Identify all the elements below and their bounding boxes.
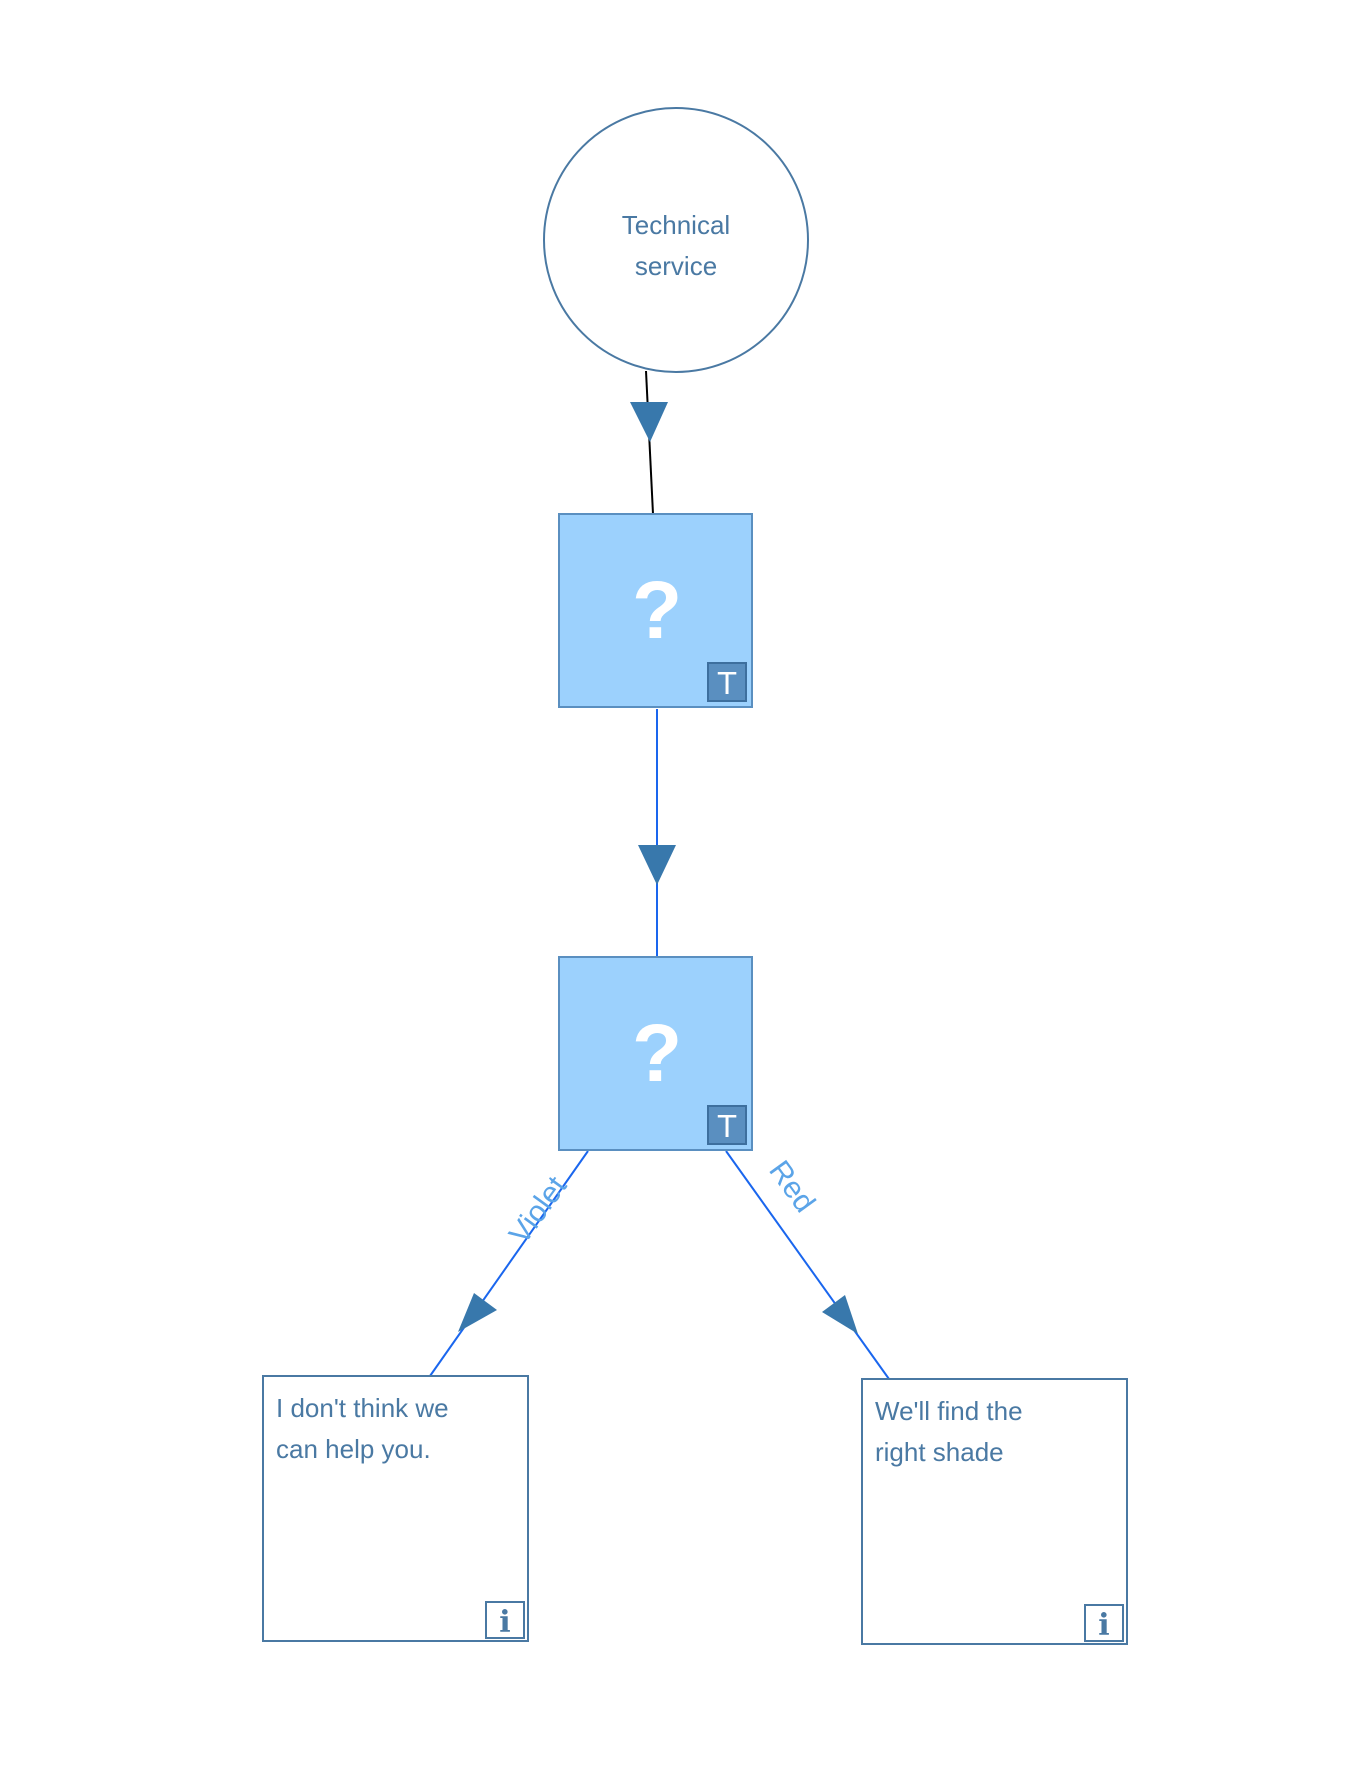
text-type-badge-icon: T xyxy=(707,662,747,702)
info-letter: i xyxy=(499,1605,510,1640)
question-icon: ? xyxy=(632,1008,682,1099)
arrow-head-icon xyxy=(630,402,668,442)
outcome-node-right[interactable]: We'll find the right shade i xyxy=(861,1378,1128,1645)
edge-red[interactable]: Red xyxy=(725,1150,890,1380)
arrow-head-icon xyxy=(638,845,676,885)
outcome-node-left[interactable]: I don't think we can help you. i xyxy=(262,1375,529,1642)
edge-label-red: Red xyxy=(762,1155,821,1219)
start-node[interactable]: Technical service xyxy=(543,107,809,373)
question-icon: ? xyxy=(632,565,682,656)
start-node-label-line-2: service xyxy=(635,251,717,281)
outcome-left-line-2: can help you. xyxy=(276,1434,431,1464)
start-node-label-line-1: Technical xyxy=(622,210,730,240)
badge-letter: T xyxy=(717,1110,737,1145)
decision-node-2[interactable]: ? T xyxy=(558,956,753,1151)
arrow-head-icon xyxy=(822,1295,858,1334)
info-icon: i xyxy=(1084,1604,1124,1643)
text-type-badge-icon: T xyxy=(707,1105,747,1145)
badge-letter: T xyxy=(717,667,737,702)
decision-node-1[interactable]: ? T xyxy=(558,513,753,708)
info-icon: i xyxy=(485,1601,525,1640)
outcome-left-line-1: I don't think we xyxy=(276,1393,449,1423)
outcome-right-line-2: right shade xyxy=(875,1437,1004,1467)
edge-label-violet: Violet xyxy=(503,1170,574,1250)
edge-start-to-decision-1[interactable] xyxy=(630,370,668,515)
edge-violet[interactable]: Violet xyxy=(429,1150,589,1377)
edge-decision-1-to-decision-2[interactable] xyxy=(638,709,676,957)
info-letter: i xyxy=(1098,1608,1109,1643)
arrow-head-icon xyxy=(458,1293,497,1332)
outcome-right-line-1: We'll find the xyxy=(875,1396,1023,1426)
